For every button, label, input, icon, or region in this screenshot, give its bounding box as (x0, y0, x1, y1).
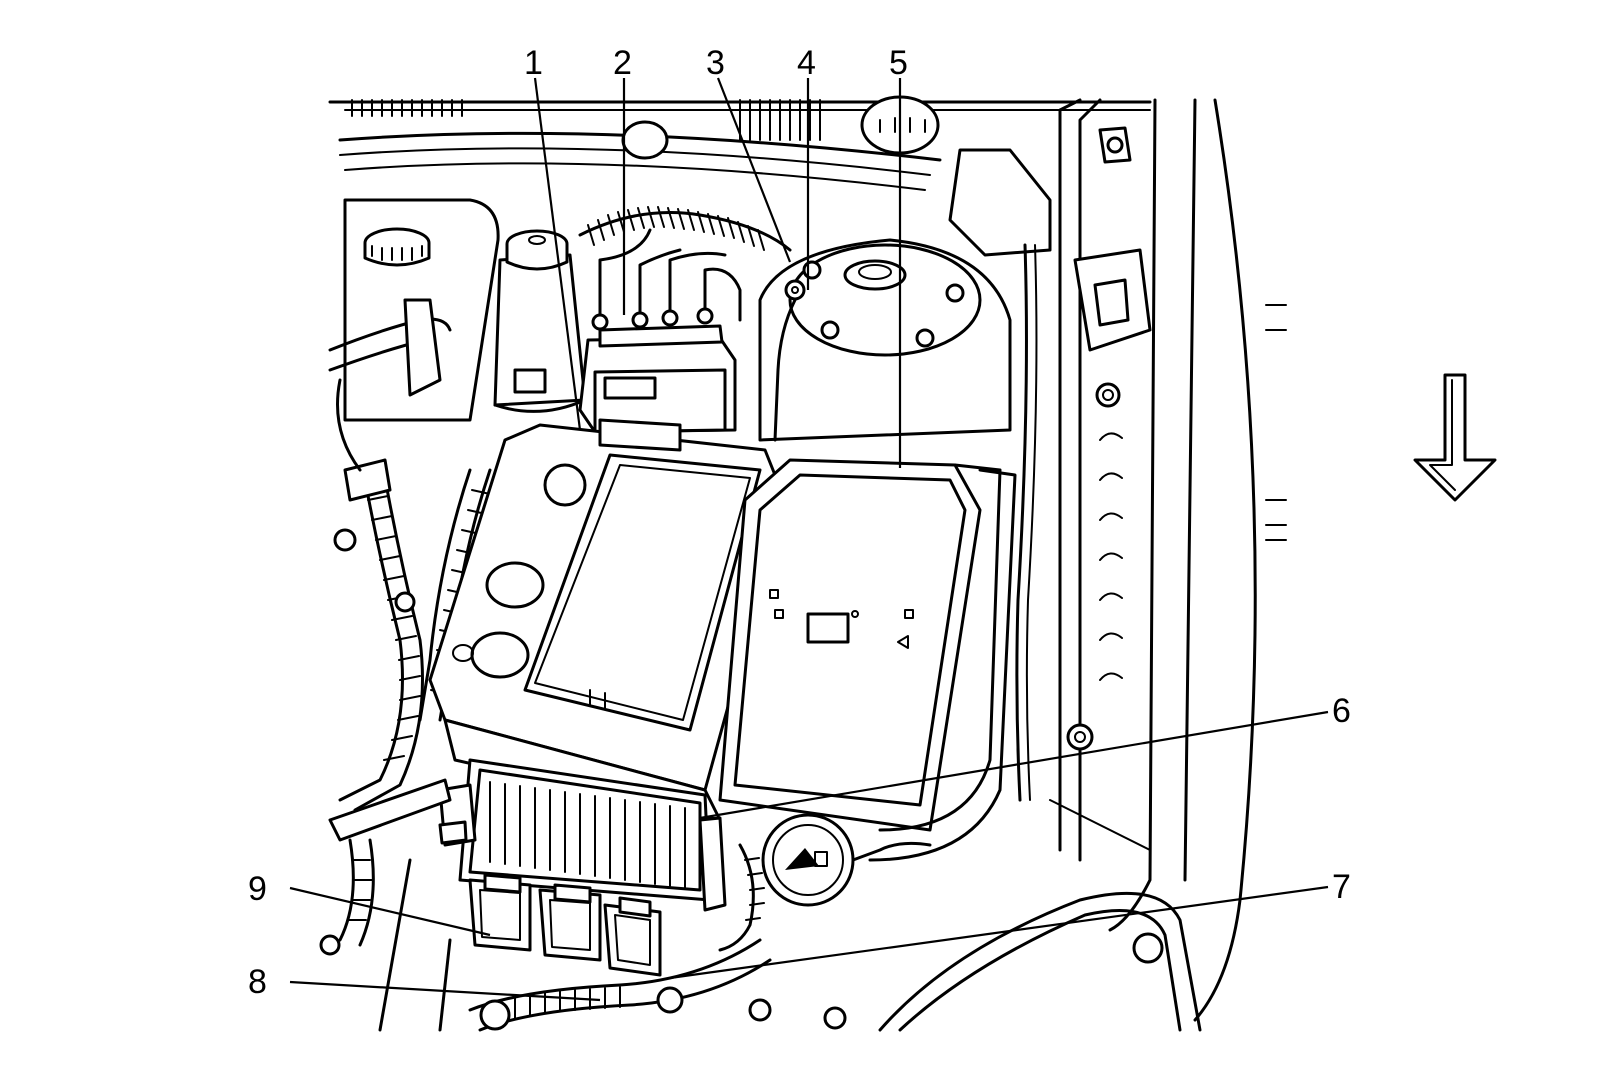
leader-line-9 (289, 886, 491, 937)
callout-3: 3 (706, 44, 725, 82)
washer-fluid-reservoir-cap (761, 813, 932, 907)
engine-bay-drawing (319, 95, 1287, 1032)
callout-5: 5 (889, 44, 908, 82)
callout-6: 6 (1332, 692, 1351, 730)
down-arrow-icon (1413, 373, 1497, 502)
abs-module (578, 228, 742, 434)
leader-line-3 (716, 77, 792, 263)
leader-lines (289, 77, 1329, 1002)
leader-line-8 (289, 980, 601, 1002)
strut-tower (758, 238, 1012, 442)
fuse-block-assembly (428, 418, 1017, 862)
callout-labels: 1 2 3 4 5 6 7 8 9 (248, 44, 1351, 1001)
callout-1: 1 (524, 44, 543, 82)
left-brackets (328, 378, 452, 842)
brake-fluid-reservoir (493, 229, 587, 413)
ecm-connectors (468, 873, 662, 977)
wiring-harness-bottom (378, 843, 772, 1032)
callout-4: 4 (797, 44, 816, 82)
coolant-reservoir (328, 198, 500, 422)
callout-8: 8 (248, 963, 267, 1001)
callout-9: 9 (248, 870, 267, 908)
callout-7: 7 (1332, 868, 1351, 906)
leader-line-6 (699, 710, 1329, 820)
fender-panel-lower (823, 799, 1202, 1032)
leader-line-7 (669, 885, 1329, 980)
callout-2: 2 (613, 44, 632, 82)
right-fender-structure (948, 98, 1287, 1022)
wiring-harness-top (578, 206, 792, 252)
engine-control-module (438, 758, 727, 912)
leader-line-1 (533, 77, 582, 431)
